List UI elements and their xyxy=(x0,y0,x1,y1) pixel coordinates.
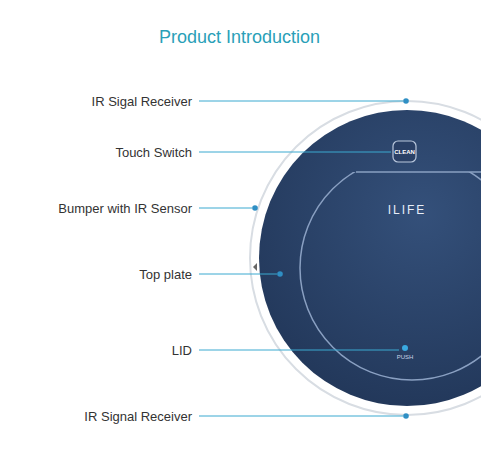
part-label: Bumper with IR Sensor xyxy=(58,201,192,216)
leader-dots xyxy=(252,98,409,419)
touch-switch xyxy=(393,141,416,162)
brand-logo: ILIFE xyxy=(388,203,427,217)
side-marker xyxy=(253,263,257,271)
page-title: Product Introduction xyxy=(159,27,320,48)
lid-outline xyxy=(300,172,481,380)
part-label: Top plate xyxy=(139,267,192,282)
part-label: LID xyxy=(172,343,192,358)
bumper-rim xyxy=(250,101,481,415)
part-label: IR Sigal Receiver xyxy=(92,94,192,109)
push-button xyxy=(402,345,408,351)
top-plate xyxy=(259,110,481,406)
button-text: PUSH xyxy=(397,354,414,360)
part-label: IR Signal Receiver xyxy=(84,409,192,424)
switch-text: CLEAN xyxy=(394,149,415,155)
leader-lines xyxy=(199,101,403,416)
part-label: Touch Switch xyxy=(115,145,192,160)
lid-edge xyxy=(356,171,481,173)
